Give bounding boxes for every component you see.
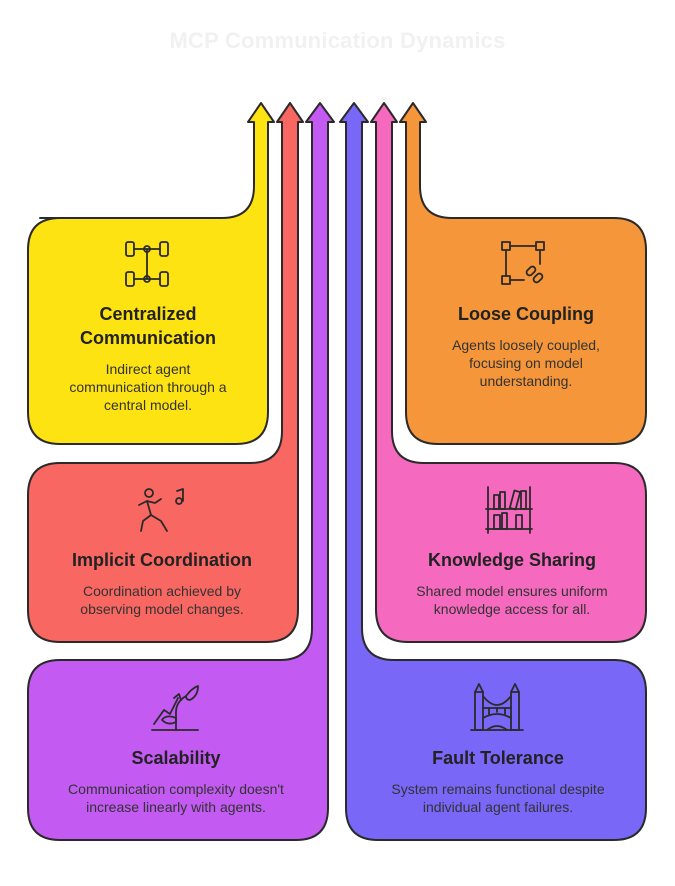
linked-nodes-icon (501, 241, 545, 285)
card-knowledge-sharing-shape (370, 102, 647, 643)
scalability-desc-line1: Communication complexity doesn't (68, 781, 284, 797)
loose-coupling-title: Loose Coupling (458, 304, 594, 324)
centralized-title: Centralized Communication (40, 302, 256, 350)
scalability-text: Scalability Communication complexity doe… (36, 746, 316, 816)
card-loose-coupling-shape (399, 102, 647, 445)
implicit-desc-line2: observing model changes. (80, 601, 244, 617)
loose-coupling-text: Loose Coupling Agents loosely coupled, f… (418, 302, 634, 390)
implicit-coordination-title: Implicit Coordination (72, 550, 252, 570)
card-fault-tolerance-shape (339, 102, 647, 841)
bookshelf-icon (485, 486, 533, 534)
bridge-icon (470, 683, 524, 731)
fault-desc-line1: System remains functional despite (391, 781, 605, 797)
scalability-title: Scalability (131, 748, 221, 768)
centralized-title-line2: Communication (79, 328, 216, 348)
robot-chassis-icon (125, 241, 169, 287)
diagram-title: MCP Communication Dynamics (169, 28, 506, 53)
centralized-communication-text: Centralized Communication Indirect agent… (40, 302, 256, 414)
knowledge-sharing-description: Shared model ensures uniform knowledge a… (390, 582, 634, 618)
knowledge-sharing-title: Knowledge Sharing (427, 550, 596, 570)
card-implicit-coordination-shape (27, 102, 304, 643)
implicit-coordination-text: Implicit Coordination Coordination achie… (40, 548, 284, 618)
centralized-desc-line2: communication through a (69, 379, 227, 395)
scalability-desc-line2: increase linearly with agents. (86, 799, 266, 815)
dancer-music-icon (138, 488, 184, 532)
fault-tolerance-text: Fault Tolerance System remains functiona… (358, 746, 638, 816)
fault-tolerance-title: Fault Tolerance (432, 748, 564, 768)
implicit-desc-line1: Coordination achieved by (83, 583, 241, 599)
centralized-desc-line1: Indirect agent (105, 361, 191, 377)
fault-tolerance-description: System remains functional despite indivi… (358, 780, 638, 816)
knowledge-desc-line1: Shared model ensures uniform (416, 583, 608, 599)
knowledge-desc-line2: knowledge access for all. (433, 601, 591, 617)
knowledge-sharing-text: Knowledge Sharing Shared model ensures u… (390, 548, 634, 618)
fault-desc-line2: individual agent failures. (422, 799, 574, 815)
loose-coupling-description: Agents loosely coupled, focusing on mode… (418, 336, 634, 390)
scalability-description: Communication complexity doesn't increas… (36, 780, 316, 816)
centralized-description: Indirect agent communication through a c… (40, 360, 256, 414)
loose-desc-line2: focusing on model (469, 355, 583, 371)
centralized-title-line1: Centralized (99, 304, 197, 324)
card-centralized-communication-shape (27, 102, 275, 445)
loose-desc-line1: Agents loosely coupled, (452, 337, 600, 353)
implicit-coordination-description: Coordination achieved by observing model… (40, 582, 284, 618)
loose-desc-line3: understanding. (479, 373, 573, 389)
growing-plant-icon (151, 685, 199, 731)
card-scalability-shape (27, 102, 335, 841)
centralized-desc-line3: central model. (104, 397, 192, 413)
